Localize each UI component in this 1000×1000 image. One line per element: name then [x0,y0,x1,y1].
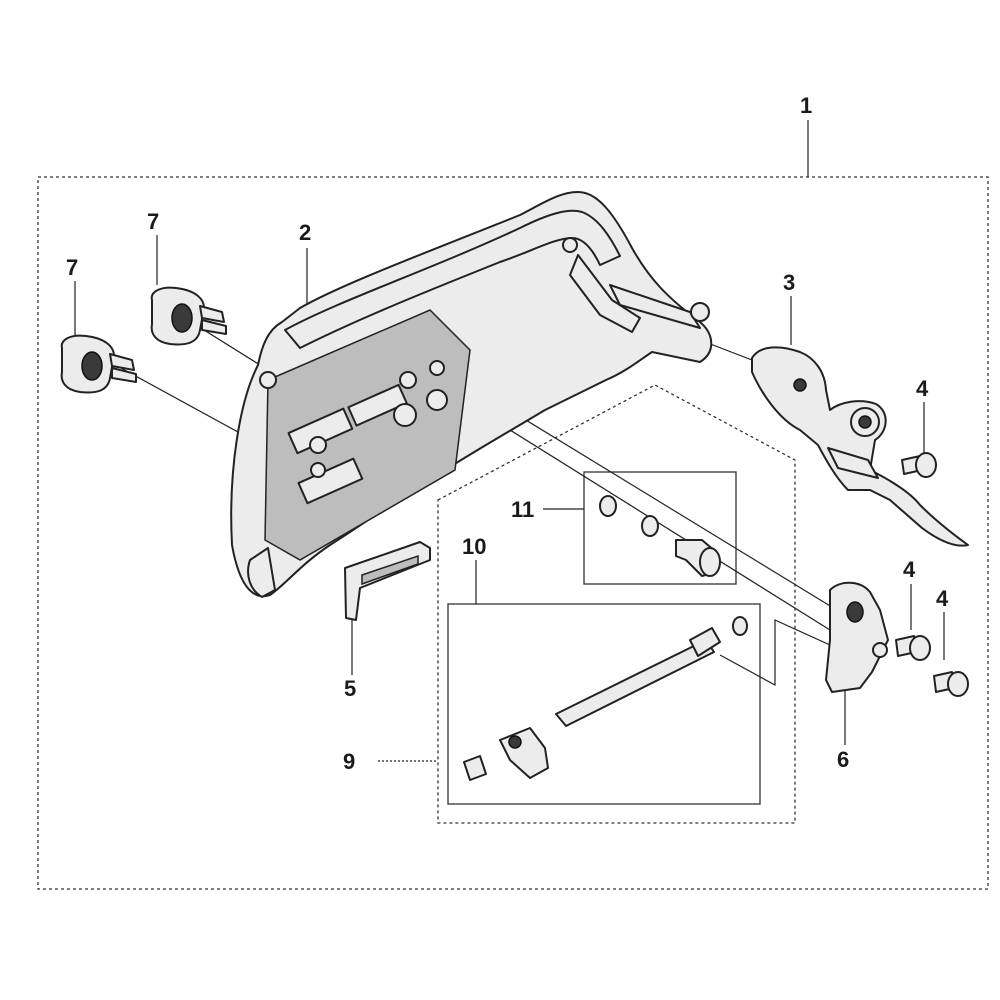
callout-7-lower: 7 [66,255,78,280]
callout-4-middle: 4 [903,557,916,582]
assembly-frame-10 [447,603,761,805]
callout-7-upper: 7 [147,209,159,234]
callout-6: 6 [837,747,849,772]
callout-11: 11 [511,497,534,522]
screw-4-middle [895,635,931,661]
callout-5: 5 [344,676,356,701]
shaft-assembly-10 [463,616,748,781]
callout-4-upper: 4 [916,376,929,401]
assembly-frame-11 [583,471,737,585]
bracket-6 [825,581,889,693]
washer-kit-11 [599,495,721,577]
assembly-frame-9 [437,384,796,824]
callout-1: 1 [800,93,812,118]
callout-4-lower: 4 [936,586,949,611]
grommet-7-upper [150,286,227,346]
callout-3: 3 [783,270,795,295]
callout-2: 2 [299,220,311,245]
assembly-frame-1 [37,176,989,890]
front-handle [230,191,713,598]
lever-3 [751,346,969,547]
callout-10: 10 [462,534,486,559]
pad-5 [344,541,431,621]
screw-4-lower [933,671,969,697]
callout-9: 9 [343,749,355,774]
screw-4-upper [901,452,937,478]
grommet-7-lower [60,334,137,394]
